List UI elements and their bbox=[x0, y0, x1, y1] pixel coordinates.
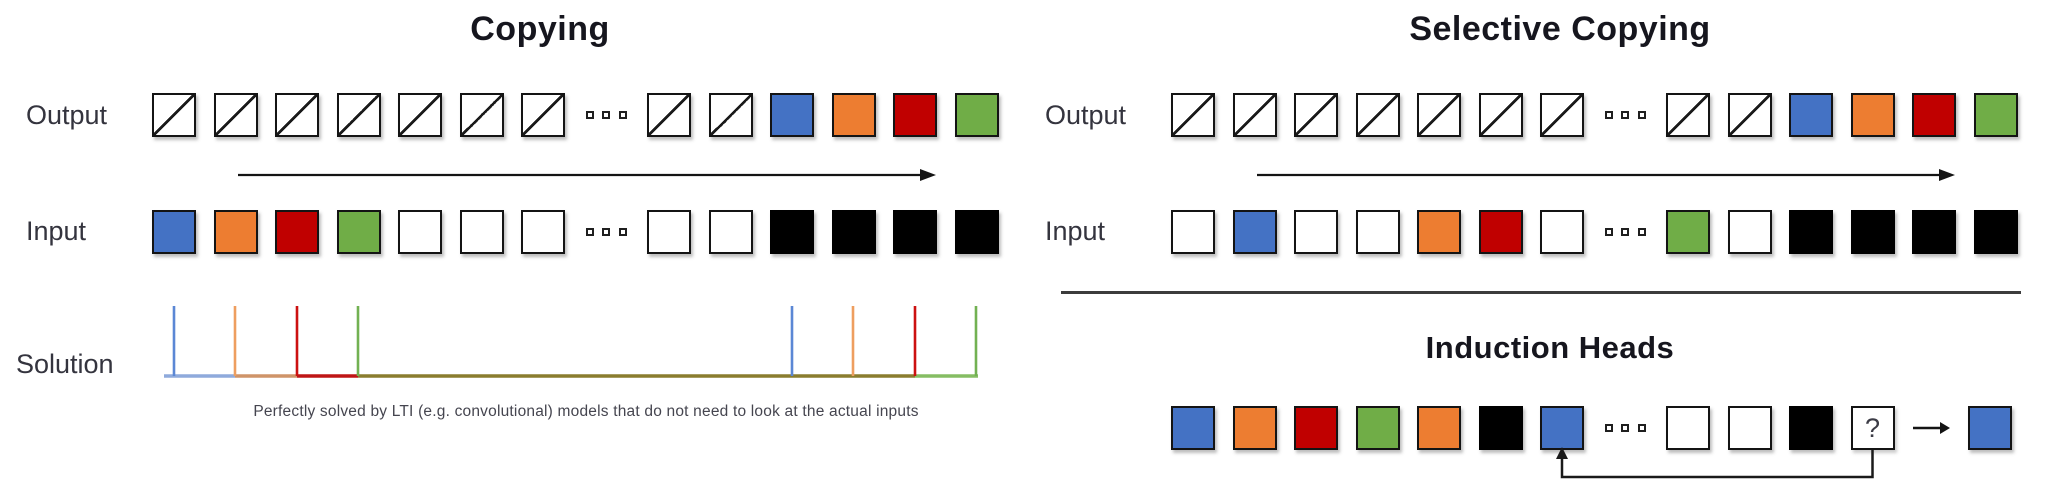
white-token-cell bbox=[1666, 406, 1710, 450]
green-token-cell bbox=[1355, 406, 1400, 450]
black-token-cell bbox=[1973, 210, 2018, 254]
orange-token-cell bbox=[1850, 93, 1895, 137]
ellipsis-dots-icon bbox=[583, 93, 630, 137]
left-output-label: Output bbox=[26, 100, 108, 130]
ellipsis-dots-icon bbox=[583, 210, 630, 254]
green-token-cell bbox=[1666, 210, 1710, 254]
masked-output-cell bbox=[1727, 93, 1772, 137]
copying-title: Copying bbox=[470, 10, 610, 48]
black-token-cell bbox=[1789, 406, 1833, 450]
masked-output-cell bbox=[708, 93, 753, 137]
masked-output-cell bbox=[275, 93, 319, 137]
masked-output-cell bbox=[459, 93, 504, 137]
masked-output-cell bbox=[1232, 93, 1277, 137]
masked-output-cell bbox=[521, 93, 565, 137]
selective-copying-title: Selective Copying bbox=[1409, 10, 1711, 48]
masked-output-cell bbox=[398, 93, 442, 137]
masked-output-cell bbox=[1294, 93, 1338, 137]
green-token-cell bbox=[1973, 93, 2018, 137]
solution-chart bbox=[164, 306, 978, 378]
red-token-cell bbox=[893, 93, 937, 137]
right-output-label: Output bbox=[1045, 100, 1127, 130]
green-token-cell bbox=[954, 93, 999, 137]
ellipsis-dots-icon bbox=[1602, 93, 1649, 137]
left-input-label: Input bbox=[26, 216, 87, 246]
masked-output-cell bbox=[1540, 93, 1584, 137]
left-time-arrow bbox=[238, 169, 936, 181]
red-token-cell bbox=[1478, 210, 1523, 254]
white-token-cell bbox=[1355, 210, 1400, 254]
blue-token-cell bbox=[152, 210, 196, 254]
induction-heads-title: Induction Heads bbox=[1425, 330, 1675, 365]
orange-token-cell bbox=[831, 93, 876, 137]
white-token-cell bbox=[1294, 210, 1338, 254]
lti-caption: Perfectly solved by LTI (e.g. convolutio… bbox=[253, 403, 919, 420]
masked-output-cell bbox=[1171, 93, 1215, 137]
red-token-cell bbox=[1294, 406, 1338, 450]
masked-output-cell bbox=[1355, 93, 1400, 137]
black-token-cell bbox=[770, 210, 814, 254]
white-token-cell bbox=[1171, 210, 1215, 254]
solution-label: Solution bbox=[16, 349, 114, 379]
white-token-cell bbox=[398, 210, 442, 254]
maps-to-arrow-icon bbox=[1912, 406, 1950, 450]
blue-token-cell bbox=[1967, 406, 2012, 450]
orange-token-cell bbox=[1417, 210, 1461, 254]
right-input-label: Input bbox=[1045, 216, 1106, 246]
blue-token-cell bbox=[1232, 210, 1277, 254]
lookup-hook-arrow bbox=[1556, 447, 1874, 479]
black-token-cell bbox=[1912, 210, 1956, 254]
masked-output-cell bbox=[336, 93, 381, 137]
white-token-cell bbox=[1727, 406, 1772, 450]
orange-token-cell bbox=[1232, 406, 1277, 450]
left-input-row bbox=[152, 210, 999, 254]
ellipsis-dots-icon bbox=[1602, 210, 1649, 254]
masked-output-cell bbox=[647, 93, 691, 137]
white-token-cell bbox=[1727, 210, 1772, 254]
red-token-cell bbox=[275, 210, 319, 254]
right-input-row bbox=[1171, 210, 2018, 254]
black-token-cell bbox=[954, 210, 999, 254]
right-time-arrow bbox=[1257, 169, 1955, 181]
white-token-cell bbox=[647, 210, 691, 254]
blue-token-cell bbox=[1789, 93, 1833, 137]
white-token-cell bbox=[708, 210, 753, 254]
green-token-cell bbox=[336, 210, 381, 254]
black-token-cell bbox=[893, 210, 937, 254]
black-token-cell bbox=[1789, 210, 1833, 254]
blue-token-cell bbox=[1171, 406, 1215, 450]
right-output-row bbox=[1171, 93, 2018, 137]
masked-output-cell bbox=[1417, 93, 1461, 137]
masked-output-cell bbox=[1478, 93, 1523, 137]
question-cell: ? bbox=[1850, 406, 1895, 450]
orange-token-cell bbox=[1417, 406, 1461, 450]
red-token-cell bbox=[1912, 93, 1956, 137]
white-token-cell bbox=[459, 210, 504, 254]
orange-token-cell bbox=[213, 210, 258, 254]
black-token-cell bbox=[1850, 210, 1895, 254]
white-token-cell bbox=[1540, 210, 1584, 254]
black-token-cell bbox=[831, 210, 876, 254]
induction-row: ? bbox=[1171, 406, 2012, 450]
blue-token-cell bbox=[770, 93, 814, 137]
masked-output-cell bbox=[1666, 93, 1710, 137]
left-output-row bbox=[152, 93, 999, 137]
black-token-cell bbox=[1478, 406, 1523, 450]
section-divider bbox=[1061, 291, 2021, 294]
masked-output-cell bbox=[213, 93, 258, 137]
ellipsis-dots-icon bbox=[1602, 406, 1649, 450]
white-token-cell bbox=[521, 210, 565, 254]
masked-output-cell bbox=[152, 93, 196, 137]
